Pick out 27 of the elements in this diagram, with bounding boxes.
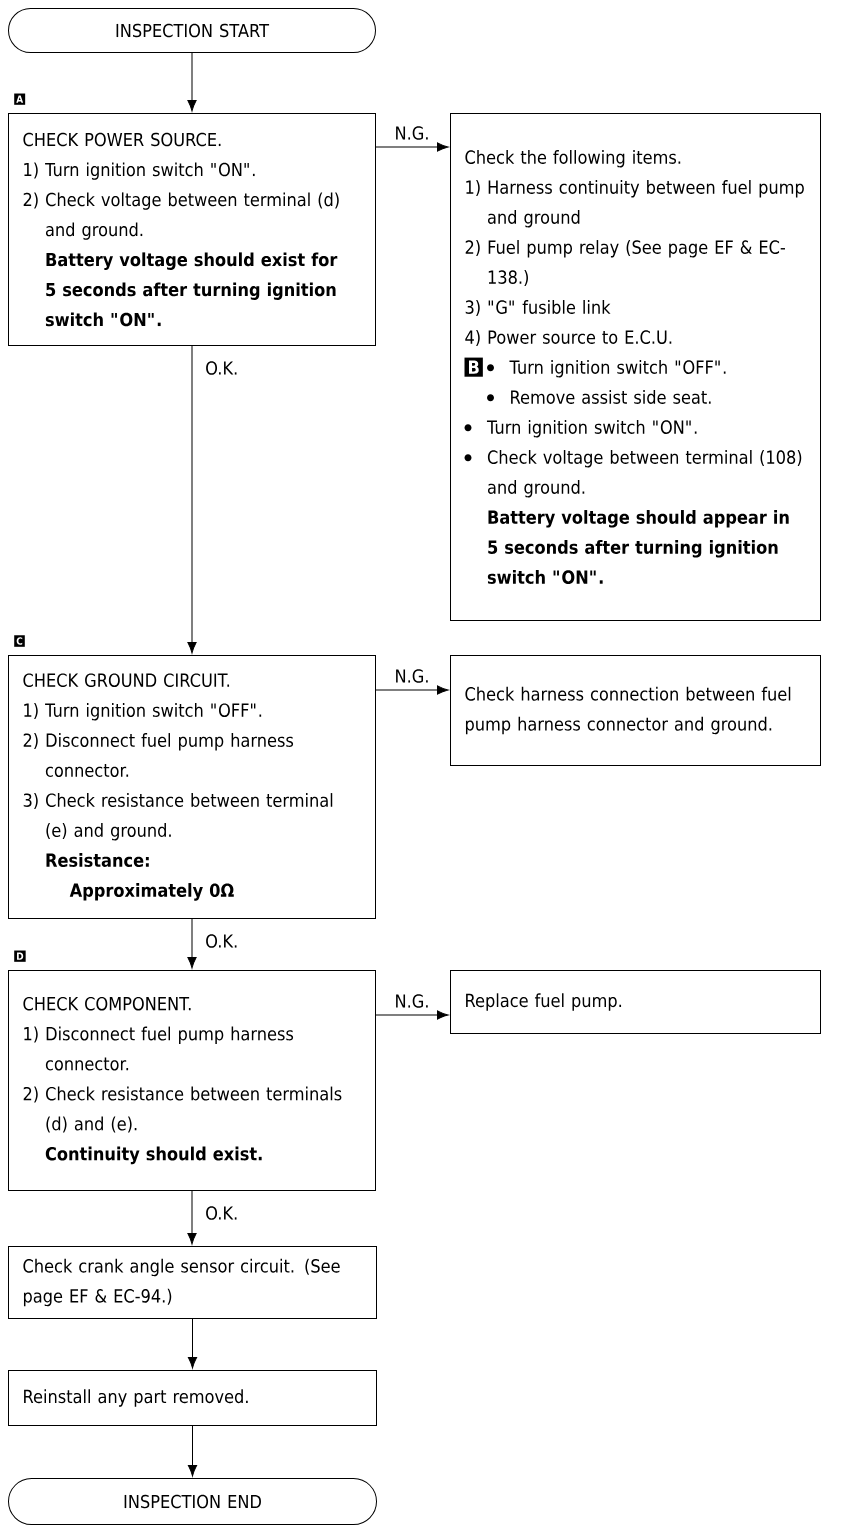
process-box: Check crank angle sensor circuit. (See page EF & EC-94.) — [8, 1246, 377, 1319]
arrow — [187, 918, 197, 969]
arrow — [187, 1318, 198, 1369]
process-box: Replace fuel pump. — [450, 970, 821, 1034]
arrow — [375, 142, 449, 152]
process-box: Check harness connection between fuel pump harness connector and ground. — [450, 655, 821, 766]
edge-label: N.G. — [393, 125, 431, 141]
process-box: CHECK COMPONENT. 1) Disconnect fuel pump harness connector. 2) Check resistance between terminals (d) and (e). Continuity should exist. — [8, 970, 376, 1191]
edge-label: N.G. — [393, 668, 431, 684]
process-box: CHECK GROUND CIRCUIT. 1) Turn ignition switch "OFF". 2) Disconnect fuel pump harness connector. 3) Check resistance between terminal (e) and ground. Resistance: Approximately 0Ω — [8, 655, 376, 919]
edge-label: O.K. — [204, 360, 240, 376]
arrow — [187, 1425, 198, 1477]
step-letter-badge: D — [14, 950, 26, 962]
step-letter-badge: A — [14, 93, 26, 105]
arrow — [187, 345, 197, 654]
process-box: Reinstall any part removed. — [8, 1370, 377, 1426]
arrow — [375, 1010, 449, 1020]
arrow — [375, 685, 449, 695]
process-box: Check the following items. 1) Harness continuity between fuel pump and ground 2) Fuel pump relay (See page EF & EC-138.) 3) "G" fusible link 4) Power source to E.C.U. B Turn ignition switch "OFF". Remove assist side seat. Turn ignition switch "ON". Check voltage between terminal (108) and ground. Battery voltage should appear in 5 seconds after turning ignition switch "ON". — [450, 113, 821, 621]
arrow — [187, 1190, 197, 1245]
step-letter-badge: C — [14, 635, 25, 647]
step-letter-badge: B — [464, 357, 483, 377]
process-box: CHECK POWER SOURCE. 1) Turn ignition switch "ON". 2) Check voltage between terminal (d) and ground. Battery voltage should exist for 5 seconds after turning ignition switch "ON". — [8, 113, 376, 346]
arrow — [187, 52, 197, 112]
edge-label: O.K. — [204, 933, 240, 949]
edge-label: N.G. — [393, 993, 431, 1009]
edge-label: O.K. — [204, 1205, 240, 1221]
